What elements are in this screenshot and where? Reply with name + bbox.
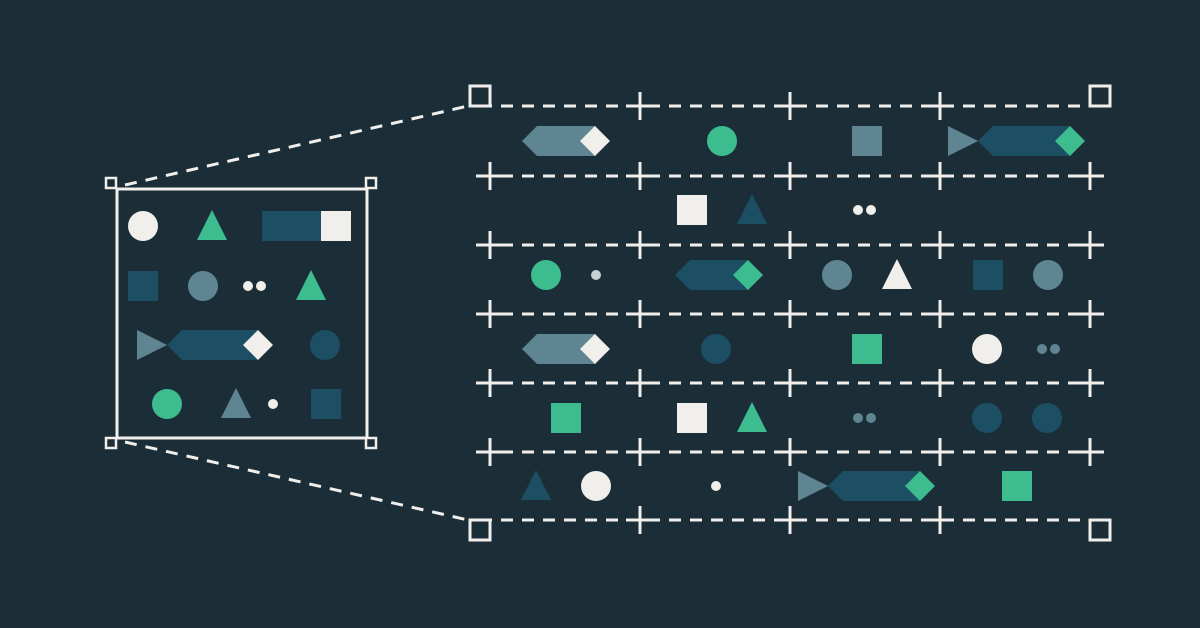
- grid-corner-handle: [1088, 84, 1112, 108]
- triangle-shape: [737, 194, 767, 224]
- shapes: [128, 126, 1085, 501]
- circle-shape: [268, 399, 278, 409]
- square-shape: [311, 389, 341, 419]
- diamond-shape: [580, 126, 610, 156]
- square-shape: [852, 126, 882, 156]
- diamond-shape: [1055, 126, 1085, 156]
- circle-shape: [310, 330, 340, 360]
- pointer-bar-shape: [978, 126, 1070, 156]
- zoom-line-top: [124, 104, 469, 187]
- circle-shape: [972, 334, 1002, 364]
- diamond-shape: [580, 334, 610, 364]
- left-selection-frame: [104, 104, 469, 522]
- pointer-bar-shape: [522, 334, 595, 364]
- arrow-triangle-shape: [948, 126, 978, 156]
- grid-corner-handle: [468, 84, 492, 108]
- circle-shape: [243, 281, 253, 291]
- triangle-shape: [737, 402, 767, 432]
- square-shape: [321, 211, 351, 241]
- circle-shape: [188, 271, 218, 301]
- triangle-shape: [197, 210, 227, 240]
- arrow-triangle-shape: [137, 330, 167, 360]
- triangle-shape: [221, 388, 251, 418]
- triangle-shape: [882, 259, 912, 289]
- circle-shape: [591, 270, 601, 280]
- square-shape: [1002, 471, 1032, 501]
- circle-shape: [701, 334, 731, 364]
- frame-corner-handle: [104, 176, 118, 190]
- circle-shape: [853, 205, 863, 215]
- pointer-bar-shape: [167, 330, 258, 360]
- circle-shape: [128, 211, 158, 241]
- grid-corner-handle: [468, 518, 492, 542]
- right-grid: [468, 84, 1112, 542]
- diamond-shape: [733, 260, 763, 290]
- circle-shape: [1032, 403, 1062, 433]
- circle-shape: [707, 126, 737, 156]
- triangle-shape: [521, 470, 551, 500]
- diamond-shape: [243, 330, 273, 360]
- square-shape: [128, 271, 158, 301]
- diamond-shape: [905, 471, 935, 501]
- triangle-shape: [296, 270, 326, 300]
- pointer-bar-shape: [828, 471, 920, 501]
- square-shape: [677, 195, 707, 225]
- circle-shape: [256, 281, 266, 291]
- circle-shape: [152, 389, 182, 419]
- circle-shape: [1037, 344, 1047, 354]
- circle-shape: [972, 403, 1002, 433]
- zoom-line-bottom: [124, 440, 469, 522]
- circle-shape: [531, 260, 561, 290]
- square-shape: [677, 403, 707, 433]
- circle-shape: [866, 205, 876, 215]
- circle-shape: [1050, 344, 1060, 354]
- circle-shape: [1033, 260, 1063, 290]
- frame-border: [115, 187, 369, 440]
- frame-corner-handle: [364, 436, 378, 450]
- frame-corner-handle: [104, 436, 118, 450]
- pointer-bar-shape: [675, 260, 748, 290]
- circle-shape: [866, 413, 876, 423]
- circle-shape: [581, 471, 611, 501]
- grid-corner-handle: [1088, 518, 1112, 542]
- circle-shape: [711, 481, 721, 491]
- circle-shape: [822, 260, 852, 290]
- square-shape: [852, 334, 882, 364]
- bar-shape: [262, 211, 322, 241]
- pointer-bar-shape: [522, 126, 595, 156]
- circle-shape: [853, 413, 863, 423]
- square-shape: [973, 260, 1003, 290]
- arrow-triangle-shape: [798, 471, 828, 501]
- frame-corner-handle: [364, 176, 378, 190]
- square-shape: [551, 403, 581, 433]
